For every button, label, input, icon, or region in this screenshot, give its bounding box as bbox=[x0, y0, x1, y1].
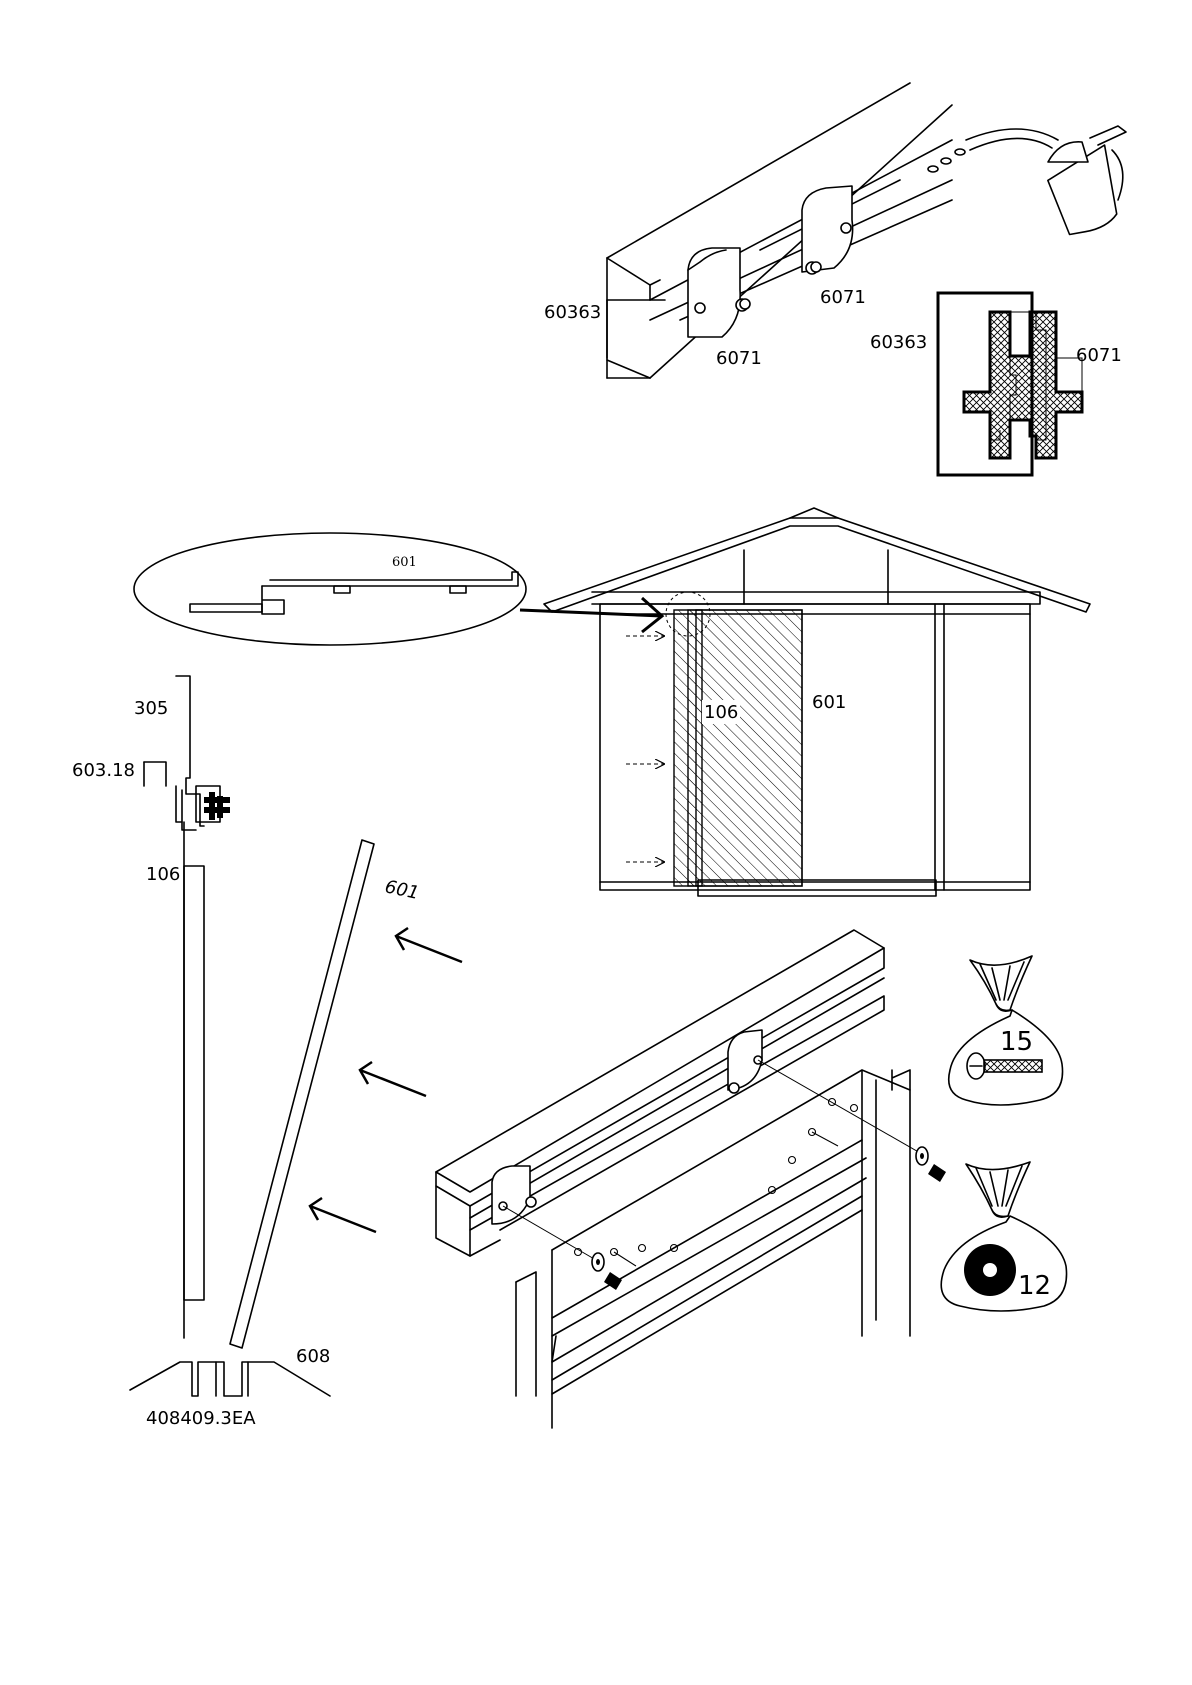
bag-screws-count: 15 bbox=[1000, 1027, 1033, 1057]
label-callout-panel: 601 bbox=[392, 555, 417, 570]
label-side-panel: 106 bbox=[146, 864, 180, 885]
label-shed-panel-hidden: 106 bbox=[704, 702, 738, 723]
label-section-rail: 60363 bbox=[870, 332, 927, 353]
bag-screws: 15 bbox=[949, 956, 1063, 1105]
label-rail-part: 60363 bbox=[544, 302, 601, 323]
label-doc-code: 408409.3EA bbox=[146, 1408, 256, 1429]
rail-cross-section: 60363 6071 bbox=[870, 293, 1122, 475]
slider-6071-front bbox=[688, 248, 750, 337]
label-section-slider: 6071 bbox=[1076, 345, 1122, 366]
label-side-top: 305 bbox=[134, 698, 168, 719]
side-section: 305 603.18 106 bbox=[72, 676, 230, 1338]
label-slider-b: 6071 bbox=[820, 287, 866, 308]
washer-icon bbox=[964, 1244, 1016, 1296]
label-shed-panel: 601 bbox=[812, 692, 846, 713]
loose-panel: 601 bbox=[230, 840, 421, 1348]
bag-washers-count: 12 bbox=[1018, 1271, 1051, 1301]
shed-front-view: 106 601 bbox=[544, 508, 1090, 896]
slider-6071-back bbox=[802, 186, 853, 274]
label-loose-panel: 601 bbox=[383, 876, 421, 904]
bottom-track-section: 608 408409.3EA bbox=[130, 1346, 330, 1429]
detail-callout: 601 bbox=[134, 533, 662, 645]
rail-door-assembly bbox=[436, 930, 946, 1428]
label-bottom-track: 608 bbox=[296, 1346, 330, 1367]
label-slider-a: 6071 bbox=[716, 348, 762, 369]
oil-can-icon bbox=[928, 126, 1126, 237]
bag-washers: 12 bbox=[941, 1162, 1066, 1311]
label-side-rail: 603.18 bbox=[72, 760, 135, 781]
